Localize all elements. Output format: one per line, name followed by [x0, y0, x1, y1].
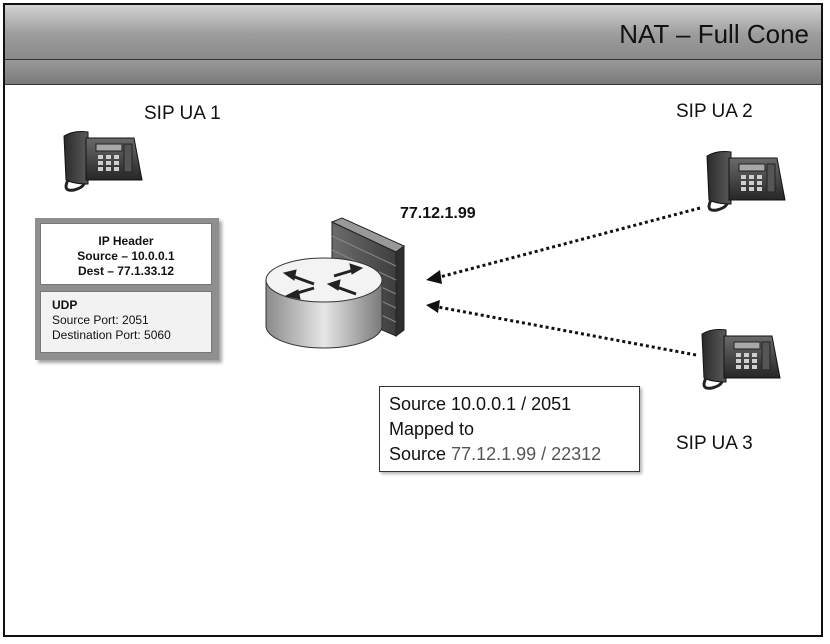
mapping-line3: Source 77.12.1.99 / 22312: [389, 442, 639, 467]
ip-header-title: IP Header: [98, 234, 154, 248]
udp-dest-port: Destination Port: 5060: [52, 328, 171, 342]
sip-ua1-label: SIP UA 1: [144, 103, 221, 124]
mapping-line2: Mapped to: [389, 419, 475, 439]
slide-title: NAT – Full Cone: [619, 19, 809, 49]
phone-icon: [62, 130, 144, 192]
public-ip-label: 77.12.1.99: [400, 205, 476, 222]
dotted-arrow-ua2: [426, 206, 701, 284]
phone-icon: [705, 150, 787, 212]
mapping-line3-value: 77.12.1.99 / 22312: [451, 444, 602, 464]
mapping-line3-prefix: Source: [389, 444, 447, 464]
mapping-line1: Source 10.0.0.1 / 2051: [389, 394, 572, 414]
sip-ua2-label: SIP UA 2: [676, 101, 753, 122]
sip-ua3-label: SIP UA 3: [676, 433, 753, 454]
packet-box: IP Header Source – 10.0.0.1 Dest – 77.1.…: [35, 218, 219, 360]
phone-icon: [700, 328, 782, 390]
ip-header-source: Source – 10.0.0.1: [77, 249, 175, 263]
router-firewall-icon: [265, 217, 405, 349]
title-bar: NAT – Full Cone: [5, 5, 821, 60]
ip-header-section: IP Header Source – 10.0.0.1 Dest – 77.1.…: [40, 223, 212, 285]
udp-title: UDP: [52, 298, 78, 312]
sub-bar: [5, 60, 821, 85]
dotted-arrow-ua3: [426, 300, 697, 357]
ip-header-dest: Dest – 77.1.33.12: [77, 264, 175, 278]
mapping-box: Source 10.0.0.1 / 2051 Mapped to Source …: [379, 386, 640, 472]
udp-source-port: Source Port: 2051: [52, 313, 149, 327]
udp-section: UDP Source Port: 2051 Destination Port: …: [40, 291, 212, 353]
